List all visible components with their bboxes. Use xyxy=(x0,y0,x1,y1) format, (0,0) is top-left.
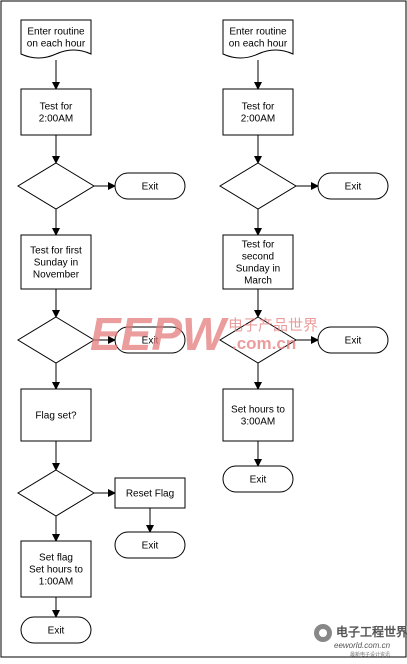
node-label: 2:00AM xyxy=(241,114,275,125)
node-l_exit2: Exit xyxy=(114,326,186,354)
watermark-logo: EEPW xyxy=(90,308,229,360)
process-box xyxy=(20,388,92,442)
terminal-shape xyxy=(20,616,92,644)
node-label: on each hour xyxy=(229,39,288,50)
node-r_exit1: Exit xyxy=(317,172,389,200)
process-box xyxy=(222,88,294,136)
process-box xyxy=(222,388,294,442)
node-label: Exit xyxy=(250,475,267,486)
node-label: 2:00AM xyxy=(39,114,73,125)
terminal-shape xyxy=(114,531,186,559)
eeworld-cn-text: 电子工程世界 xyxy=(336,624,407,639)
node-label: Test for xyxy=(242,240,275,251)
node-r_exit3: Exit xyxy=(222,465,294,493)
node-label: Flag set? xyxy=(35,411,77,422)
node-label: Exit xyxy=(142,336,159,347)
node-label: November xyxy=(33,270,80,281)
terminal-shape xyxy=(114,326,186,354)
node-label: March xyxy=(244,276,272,287)
node-label: Enter routine xyxy=(229,27,287,38)
watermark-url: .com.cn xyxy=(232,334,296,353)
terminal-shape xyxy=(114,172,186,200)
decision-diamond xyxy=(17,469,95,517)
document-shape xyxy=(222,19,294,59)
node-l_exit3: Exit xyxy=(114,531,186,559)
process-box xyxy=(20,88,92,136)
node-r_sethrs: Set hours to3:00AM xyxy=(222,388,294,442)
node-label: Exit xyxy=(142,182,159,193)
node-label: Sunday in xyxy=(236,264,280,275)
node-l_reset: Reset Flag xyxy=(114,477,186,509)
node-l_exit4: Exit xyxy=(20,616,92,644)
node-l_dec1 xyxy=(17,162,95,210)
process-box xyxy=(114,477,186,509)
node-label: Test for xyxy=(40,102,73,113)
decision-diamond xyxy=(17,316,95,364)
node-label: 3:00AM xyxy=(241,417,275,428)
node-l_exit1: Exit xyxy=(114,172,186,200)
node-label: second xyxy=(242,252,274,263)
decision-diamond xyxy=(17,162,95,210)
eeworld-url: eeworld.com.cn xyxy=(334,641,391,650)
node-label: Exit xyxy=(345,182,362,193)
node-label: Exit xyxy=(48,626,65,637)
watermark-cn-text: 电子产品世界 xyxy=(228,317,318,334)
node-r_dec1 xyxy=(219,162,297,210)
process-box xyxy=(222,234,294,290)
decision-diamond xyxy=(219,316,297,364)
terminal-shape xyxy=(317,172,389,200)
eepw-watermark: EEPW 电子产品世界 .com.cn xyxy=(90,308,318,360)
node-label: Sunday in xyxy=(34,258,78,269)
terminal-shape xyxy=(222,465,294,493)
terminal-shape xyxy=(317,326,389,354)
node-label: Exit xyxy=(345,336,362,347)
node-label: Exit xyxy=(142,541,159,552)
document-shape xyxy=(20,19,92,59)
node-label: Enter routine xyxy=(27,27,85,38)
node-label: Set hours to xyxy=(231,405,285,416)
node-l_dec3 xyxy=(17,469,95,517)
node-label: Set flag xyxy=(39,553,73,564)
node-r_exit2: Exit xyxy=(317,326,389,354)
node-label: Test for first xyxy=(30,246,82,257)
node-label: on each hour xyxy=(27,39,86,50)
node-label: Set hours to xyxy=(29,565,83,576)
process-box xyxy=(20,540,92,598)
eeworld-logo: 电子工程世界 eeworld.com.cn 最新电子设计资讯 xyxy=(314,624,407,658)
node-label: Reset Flag xyxy=(126,489,174,500)
node-l_dec2 xyxy=(17,316,95,364)
eeworld-logo-icon-inner xyxy=(319,629,327,637)
node-r_dec2 xyxy=(219,316,297,364)
eeworld-subtitle: 最新电子设计资讯 xyxy=(350,651,390,658)
node-l_flag: Flag set? xyxy=(20,388,92,442)
process-box xyxy=(20,234,92,290)
node-label: Test for xyxy=(242,102,275,113)
decision-diamond xyxy=(219,162,297,210)
node-label: 1:00AM xyxy=(39,577,73,588)
